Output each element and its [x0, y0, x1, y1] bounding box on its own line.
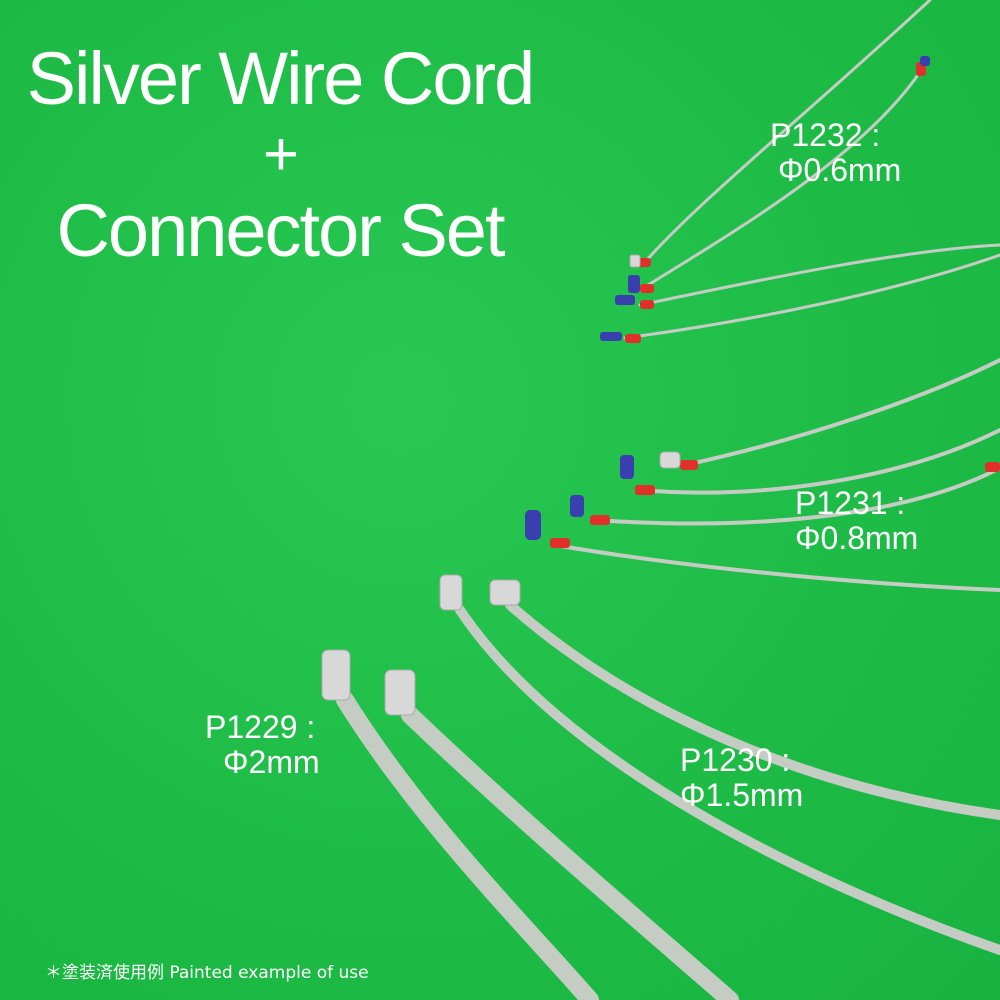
product-diameter: Φ0.8mm [795, 520, 919, 557]
product-code: P1229 : [205, 709, 316, 745]
wire-p1232-1 [643, 0, 932, 264]
title-plus: + [262, 120, 299, 189]
blue-connectors [525, 56, 930, 540]
wire-p1231-2 [638, 428, 1000, 495]
wire-p1231-1 [683, 358, 1000, 467]
wire-p1229-2 [401, 706, 739, 1000]
footnote: ＊塗装済使用例 Painted example of use [45, 963, 369, 983]
wire-p1231-4 [553, 543, 1000, 592]
connectors [321, 56, 1000, 716]
wire-p1232-2 [638, 70, 922, 292]
wire-p1229-1 [336, 691, 599, 1000]
title-line-3: Connector Set [56, 189, 505, 272]
product-code: P1231 : [795, 485, 906, 521]
product-code: P1230 : [680, 742, 791, 778]
label-p1230: P1230 : Φ1.5mm [680, 742, 804, 814]
silver-connectors [321, 254, 681, 716]
label-p1229: P1229 : Φ2mm [205, 709, 320, 781]
wire-p1231-3 [593, 466, 1000, 526]
product-code: P1232 : [770, 117, 881, 153]
title-line-1: Silver Wire Cord [26, 37, 536, 120]
product-diameter: Φ0.6mm [778, 152, 902, 189]
label-p1231: P1231 : Φ0.8mm [795, 485, 919, 557]
product-diameter: Φ1.5mm [680, 777, 804, 814]
wire-p1232-3 [638, 243, 1000, 307]
wire-p1230-2 [505, 600, 1000, 820]
red-sleeves [550, 62, 1000, 548]
wire-p1230-1 [455, 605, 1000, 955]
label-p1232: P1232 : Φ0.6mm [770, 117, 902, 189]
product-diameter: Φ2mm [223, 744, 320, 781]
wire-p1232-4 [623, 253, 1000, 340]
